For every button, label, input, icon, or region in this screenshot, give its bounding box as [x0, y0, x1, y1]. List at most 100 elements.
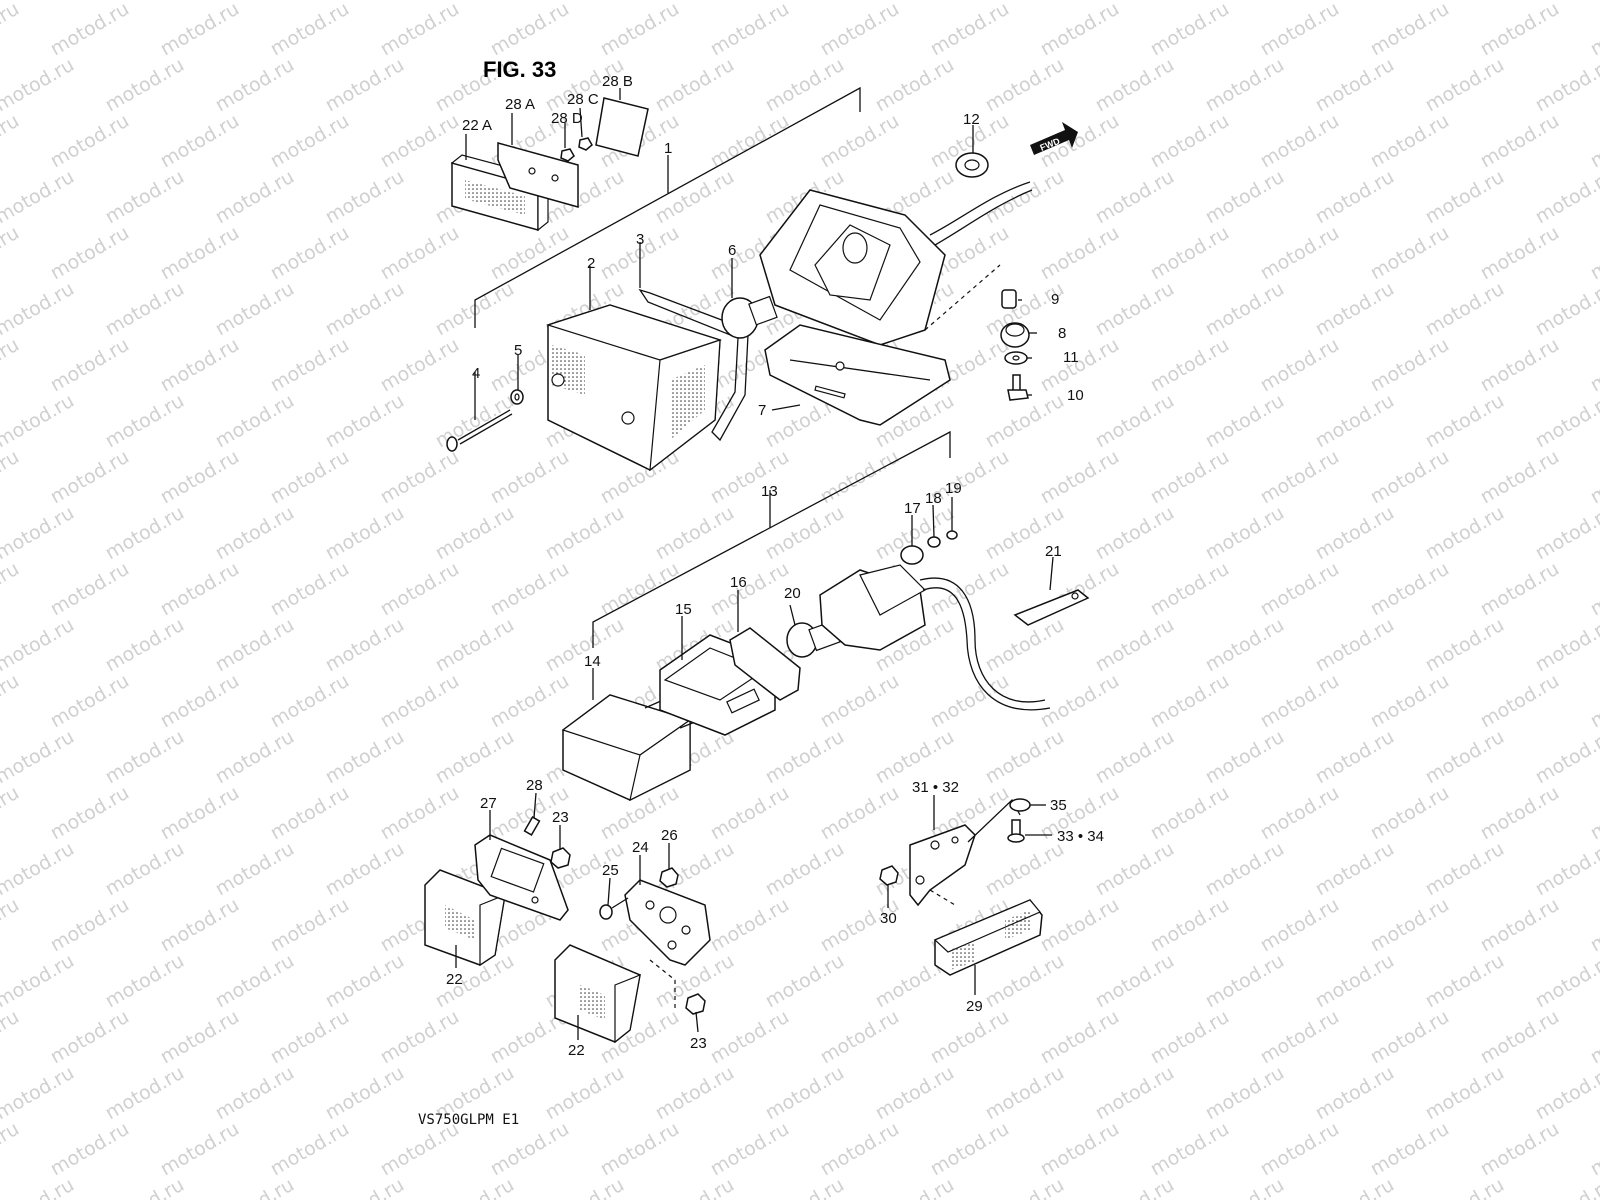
watermark-text: motod.ru	[707, 0, 793, 60]
watermark-text: motod.ru	[982, 950, 1068, 1013]
watermark-text: motod.ru	[322, 278, 408, 341]
watermark-text: motod.ru	[1202, 614, 1288, 677]
label-28d: 28 D	[551, 110, 583, 127]
watermark-text: motod.ru	[1477, 558, 1563, 621]
cushion-8	[1000, 322, 1030, 348]
watermark-text: motod.ru	[267, 110, 353, 173]
watermark-text: motod.ru	[542, 502, 628, 565]
watermark-text: motod.ru	[1147, 0, 1233, 60]
watermark-text: motod.ru	[487, 446, 573, 509]
watermark-text: motod.ru	[267, 446, 353, 509]
nut-30	[879, 865, 899, 886]
watermark-text: motod.ru	[1257, 782, 1343, 845]
watermark-text: motod.ru	[1147, 446, 1233, 509]
cushion-17	[900, 545, 924, 565]
watermark-text: motod.ru	[1422, 726, 1508, 789]
nut-26	[659, 867, 679, 888]
label-22-middle: 22	[568, 1042, 585, 1059]
watermark-text: motod.ru	[872, 54, 958, 117]
watermark-text: motod.ru	[1312, 502, 1398, 565]
watermark-text: motod.ru	[47, 670, 133, 733]
watermark-text: motod.ru	[1257, 222, 1343, 285]
watermark-text: motod.ru	[1312, 726, 1398, 789]
watermark-text: motod.ru	[1092, 278, 1178, 341]
bracket-31-32	[909, 798, 1021, 907]
watermark-text: motod.ru	[0, 502, 78, 565]
watermark-text: motod.ru	[1422, 1174, 1508, 1200]
socket-housing	[819, 564, 1051, 711]
watermark-text: motod.ru	[1532, 950, 1600, 1013]
watermark-text: motod.ru	[1147, 558, 1233, 621]
watermark-text: motod.ru	[322, 54, 408, 117]
watermark-text: motod.ru	[102, 838, 188, 901]
watermark-text: motod.ru	[542, 1174, 628, 1200]
label-8: 8	[1058, 325, 1066, 342]
watermark-text: motod.ru	[212, 54, 298, 117]
watermark-text: motod.ru	[1532, 502, 1600, 565]
gasket-3	[638, 288, 749, 442]
nut-23-bottom	[685, 993, 706, 1015]
watermark-text: motod.ru	[1257, 894, 1343, 957]
watermark-text: motod.ru	[212, 390, 298, 453]
watermark-text: motod.ru	[982, 1062, 1068, 1125]
label-7: 7	[758, 402, 766, 419]
watermark-text: motod.ru	[102, 614, 188, 677]
watermark-text: motod.ru	[982, 54, 1068, 117]
watermark-text: motod.ru	[102, 390, 188, 453]
watermark-text: motod.ru	[817, 782, 903, 845]
watermark-text: motod.ru	[1477, 782, 1563, 845]
watermark-text: motod.ru	[1367, 0, 1453, 60]
leader-lines	[455, 88, 1054, 1040]
watermark-text: motod.ru	[927, 1006, 1013, 1069]
watermark-text: motod.ru	[1312, 838, 1398, 901]
watermark-text: motod.ru	[212, 278, 298, 341]
nut-28d	[560, 148, 575, 162]
watermark-text: motod.ru	[927, 0, 1013, 60]
watermark-text: motod.ru	[0, 670, 23, 733]
watermark-text: motod.ru	[762, 502, 848, 565]
watermark-text: motod.ru	[1202, 1062, 1288, 1125]
watermark-text: motod.ru	[0, 110, 23, 173]
label-2: 2	[587, 255, 595, 272]
watermark-text: motod.ru	[0, 0, 23, 60]
watermark-text: motod.ru	[432, 1174, 518, 1200]
watermark-text: motod.ru	[432, 502, 518, 565]
watermark-text: motod.ru	[0, 222, 23, 285]
label-5: 5	[514, 342, 522, 359]
tail-lens-2	[546, 304, 722, 472]
nut-19	[946, 530, 958, 540]
watermark-text: motod.ru	[1092, 1174, 1178, 1200]
watermark-text: motod.ru	[212, 166, 298, 229]
bracket-27	[474, 834, 569, 921]
watermark-text: motod.ru	[1312, 54, 1398, 117]
screw-33-34	[1007, 819, 1025, 843]
watermark-text: motod.ru	[322, 166, 408, 229]
watermark-text: motod.ru	[322, 838, 408, 901]
assembly-1-bracket	[474, 86, 861, 328]
watermark-text: motod.ru	[157, 894, 243, 957]
label-23-top: 23	[552, 809, 569, 826]
watermark-text: motod.ru	[47, 558, 133, 621]
watermark-text: motod.ru	[817, 670, 903, 733]
watermark-text: motod.ru	[927, 1118, 1013, 1181]
watermark-text: motod.ru	[1587, 222, 1600, 285]
watermark-text: motod.ru	[377, 222, 463, 285]
watermark-text: motod.ru	[47, 1006, 133, 1069]
watermark-text: motod.ru	[817, 110, 903, 173]
part-number-labels: 22 A 28 A 28 D 28 C 28 B 1 2 3 4 5 6 7 8…	[446, 73, 1104, 1059]
label-1: 1	[664, 140, 672, 157]
label-28a: 28 A	[505, 96, 535, 113]
watermark-text: motod.ru	[1587, 894, 1600, 957]
label-10: 10	[1067, 387, 1084, 404]
watermark-text: motod.ru	[47, 334, 133, 397]
gasket-16	[729, 627, 801, 701]
watermark-text: motod.ru	[707, 894, 793, 957]
watermark-text: motod.ru	[872, 1062, 958, 1125]
bulb-6	[721, 295, 778, 339]
watermark-text: motod.ru	[1257, 334, 1343, 397]
watermark-text: motod.ru	[1587, 110, 1600, 173]
watermark-text: motod.ru	[377, 110, 463, 173]
watermark-text: motod.ru	[1037, 670, 1123, 733]
watermark-text: motod.ru	[1477, 110, 1563, 173]
label-23-bottom: 23	[690, 1035, 707, 1052]
